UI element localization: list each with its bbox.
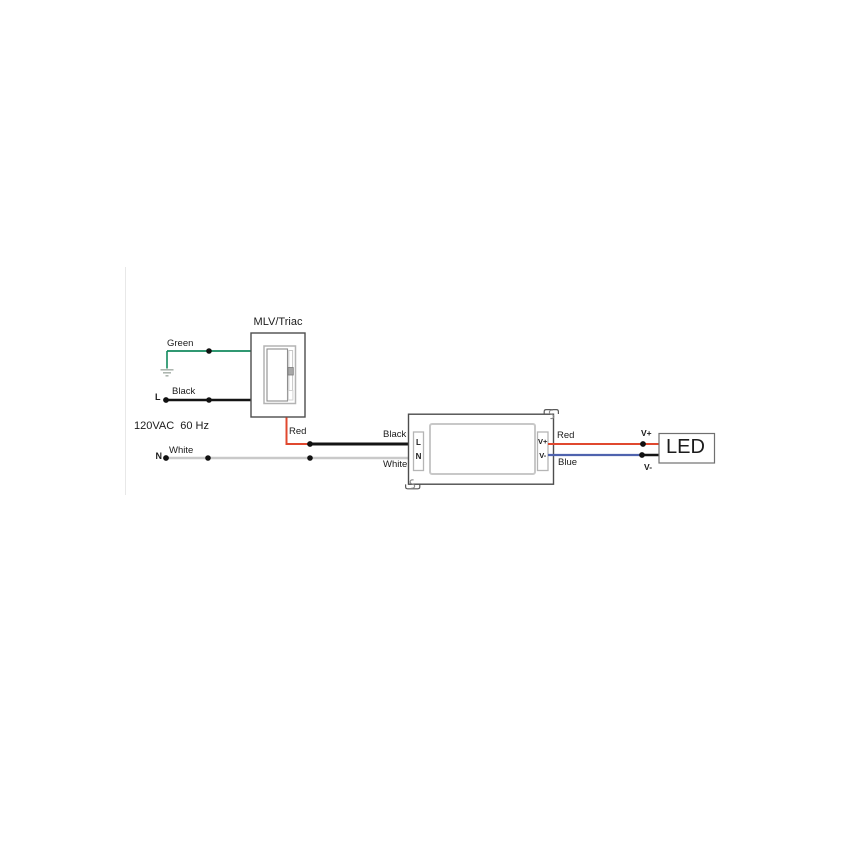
driver-terminal-L: L [416, 437, 421, 447]
driver-input-terminal-block [412, 431, 425, 472]
dimmer-slider-knob [287, 367, 294, 376]
source-neutral-terminal-label: N [155, 450, 163, 461]
dimmer-red-wire [285, 417, 310, 445]
junction-dot-vplus [640, 441, 646, 447]
white-wire-label: White [169, 445, 194, 456]
driver-input-black-label: Black [383, 429, 407, 440]
source-voltage-label: 120VAC 60 Hz [134, 420, 210, 432]
dimmer-red-wire-label: Red [289, 426, 307, 437]
driver-terminal-vplus: V+ [538, 436, 548, 446]
dimmer-title: MLV/Triac [253, 315, 303, 328]
black-wire-label: Black [172, 386, 196, 397]
driver-output-terminal-block [536, 431, 549, 472]
junction-dot [206, 397, 212, 403]
mounting-tab-bottom-icon [405, 479, 421, 490]
junction-dot [307, 455, 313, 461]
led-box [658, 432, 716, 464]
junction-dot-vminus [639, 452, 645, 458]
terminal-dot-N [163, 455, 169, 461]
driver-inner-panel [429, 423, 536, 475]
junction-dots [163, 348, 646, 461]
junction-dot-red-black [307, 441, 313, 447]
output-red-wire-label: Red [557, 430, 575, 441]
led-vminus-label: V- [644, 462, 653, 472]
ground-symbol [160, 369, 174, 377]
led-label: LED [666, 435, 705, 458]
dimmer-paddle [266, 348, 289, 402]
driver-terminal-N: N [415, 451, 422, 461]
output-blue-wire-label: Blue [558, 457, 578, 468]
source-line-terminal-label: L [155, 391, 161, 402]
green-wire-label: Green [167, 338, 194, 349]
led-vplus-label: V+ [641, 427, 652, 438]
dimmer-slider-end [287, 390, 294, 401]
junction-dot [206, 348, 212, 354]
terminal-dot-L [163, 397, 169, 403]
driver-terminal-vminus: V- [539, 450, 547, 460]
mounting-tab-top-icon [543, 409, 559, 420]
junction-dot [205, 455, 211, 461]
driver-input-white-label: White [383, 458, 408, 470]
